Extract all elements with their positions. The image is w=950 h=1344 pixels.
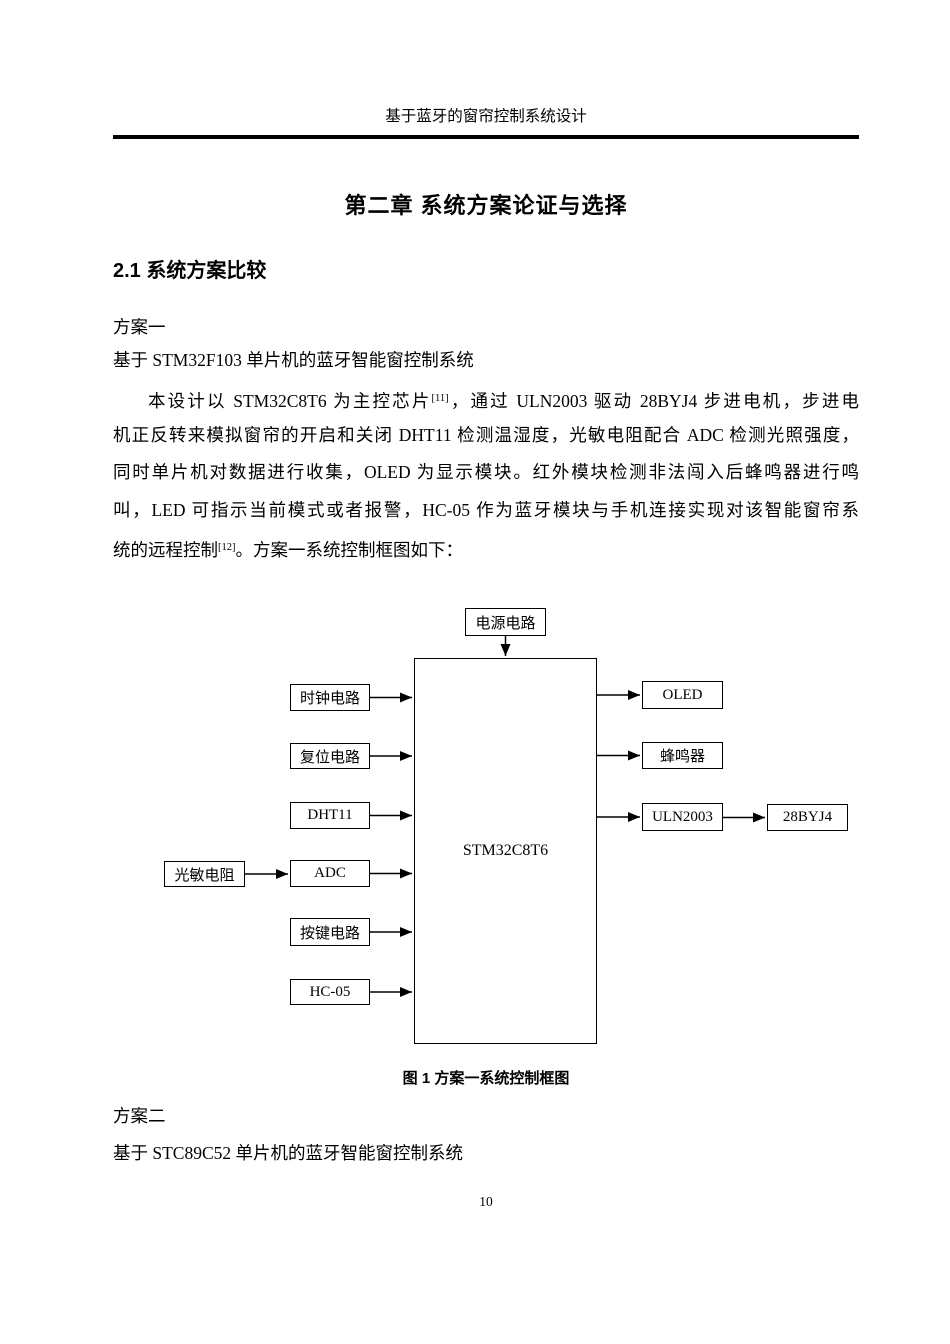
- scheme1-label: 方案一: [113, 317, 166, 337]
- paragraph-line-3: 同时单片机对数据进行收集，OLED 为显示模块。红外模块检测非法闯入后蜂鸣器进行…: [113, 462, 859, 482]
- block-key-circuit: 按键电路: [290, 918, 370, 946]
- paragraph-line-4: 叫，LED 可指示当前模式或者报警，HC-05 作为蓝牙模块与手机连接实现对该智…: [113, 500, 859, 520]
- citation-ref-12: [12]: [218, 542, 236, 553]
- block-photoresistor: 光敏电阻: [164, 861, 245, 887]
- block-clock-circuit: 时钟电路: [290, 684, 370, 711]
- paragraph-line-1-text: 本设计以 STM32C8T6 为主控芯片: [148, 391, 432, 411]
- paragraph-line-1-rest: ，通过 ULN2003 驱动 28BYJ4 步进电机，步进电: [448, 391, 859, 411]
- scheme1-subtitle: 基于 STM32F103 单片机的蓝牙智能窗控制系统: [113, 350, 474, 370]
- block-28byj4-motor: 28BYJ4: [767, 804, 848, 831]
- scheme2-label: 方案二: [113, 1106, 166, 1126]
- citation-ref-11: [11]: [431, 393, 449, 404]
- chapter-title: 第二章 系统方案论证与选择: [344, 193, 628, 218]
- block-mcu: STM32C8T6: [414, 658, 597, 1044]
- block-buzzer: 蜂鸣器: [642, 742, 723, 769]
- block-adc: ADC: [290, 860, 370, 887]
- block-hc05: HC-05: [290, 979, 370, 1005]
- section-title: 2.1 系统方案比较: [113, 260, 267, 282]
- paragraph-line-5-text: 统的远程控制: [113, 540, 218, 560]
- block-power-circuit: 电源电路: [465, 608, 546, 636]
- figure-caption: 图 1 方案一系统控制框图: [402, 1070, 570, 1087]
- header-rule: [113, 135, 859, 139]
- paragraph-line-5-rest: 。方案一系统控制框图如下：: [235, 540, 464, 560]
- block-oled: OLED: [642, 681, 723, 709]
- paragraph-line-5: 统的远程控制[12]。方案一系统控制框图如下：: [113, 535, 859, 563]
- block-dht11: DHT11: [290, 802, 370, 829]
- block-uln2003: ULN2003: [642, 803, 723, 831]
- page-number: 10: [479, 1194, 493, 1209]
- paragraph-line-2: 机正反转来模拟窗帘的开启和关闭 DHT11 检测温湿度，光敏电阻配合 ADC 检…: [113, 425, 859, 445]
- running-header: 基于蓝牙的窗帘控制系统设计: [385, 108, 587, 125]
- scheme2-subtitle: 基于 STC89C52 单片机的蓝牙智能窗控制系统: [113, 1143, 464, 1163]
- paragraph-line-1: 本设计以 STM32C8T6 为主控芯片[11]，通过 ULN2003 驱动 2…: [113, 386, 859, 414]
- block-reset-circuit: 复位电路: [290, 743, 370, 769]
